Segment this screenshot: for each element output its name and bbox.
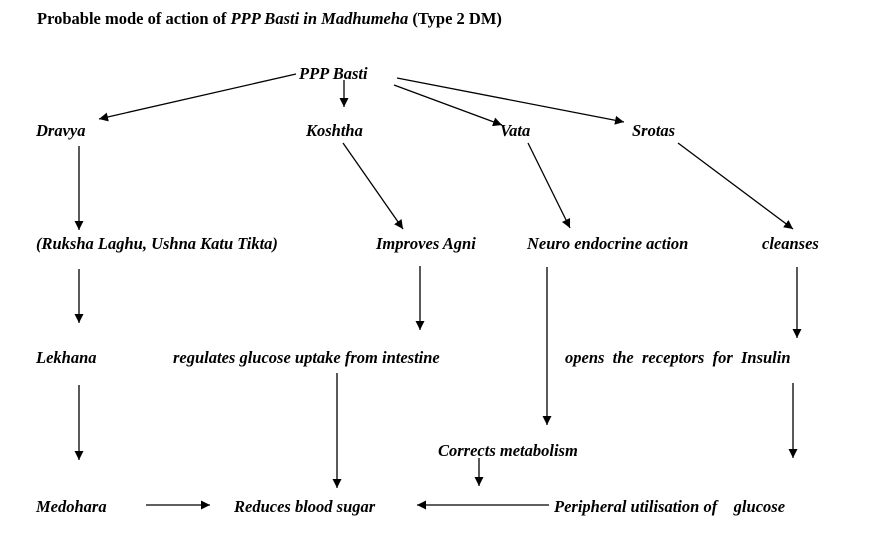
node-ruksha: (Ruksha Laghu, Ushna Katu Tikta): [36, 234, 278, 253]
arrow-koshtha-to-agni: [342, 142, 404, 230]
arrow-ppp-to-vata: [393, 84, 503, 127]
node-neuro-endocrine: Neuro endocrine action: [527, 234, 689, 253]
arrow-ppp-to-srotas: [396, 77, 625, 125]
node-opens-receptors: opens the receptors for Insulin: [565, 348, 791, 367]
diagram-title: Probable mode of action of PPP Basti in …: [37, 9, 502, 29]
title-suffix: (Type 2 DM): [408, 9, 502, 28]
node-srotas: Srotas: [632, 121, 676, 140]
node-peripheral-utilisation: Peripheral utilisation of glucose: [554, 497, 786, 516]
node-koshtha: Koshtha: [306, 121, 363, 140]
node-ppp-basti: PPP Basti: [299, 64, 368, 83]
title-subject: PPP Basti in Madhumeha: [230, 9, 409, 28]
node-lekhana: Lekhana: [36, 348, 97, 367]
arrow-srotas-to-cleanses: [677, 142, 794, 230]
node-regulates-glucose: regulates glucose uptake from intestine: [173, 348, 440, 367]
node-dravya: Dravya: [36, 121, 86, 140]
node-improves-agni: Improves Agni: [376, 234, 476, 253]
title-prefix: Probable mode of action of: [37, 9, 231, 28]
node-vata: Vata: [500, 121, 531, 140]
arrow-ppp-to-dravya: [98, 73, 297, 122]
node-cleanses: cleanses: [762, 234, 819, 253]
node-corrects-metabolism: Corrects metabolism: [438, 441, 578, 460]
arrow-vata-to-neuro: [527, 142, 571, 229]
node-reduces-blood-sugar: Reduces blood sugar: [234, 497, 376, 516]
node-medohara: Medohara: [36, 497, 107, 516]
